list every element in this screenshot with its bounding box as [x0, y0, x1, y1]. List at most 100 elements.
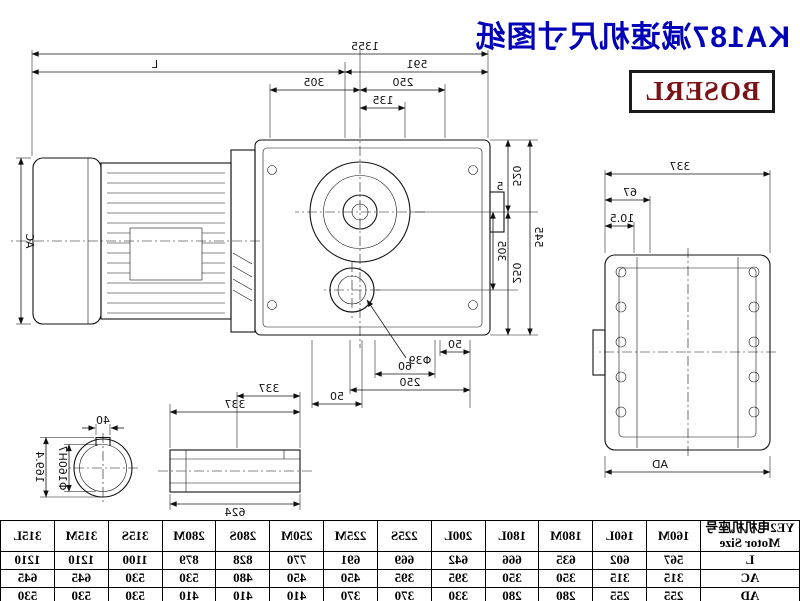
- value-cell-L: 691: [323, 551, 378, 570]
- value-cell-AC: 530: [108, 569, 163, 588]
- dimensions-rear: 337 67 10.5 AD: [604, 160, 771, 478]
- dim-50-a: 50: [448, 338, 462, 351]
- value-cell-AD: 330: [431, 587, 486, 601]
- value-cell-L: 879: [162, 551, 216, 570]
- value-cell-L: 602: [592, 551, 647, 570]
- motor-size-cell: 180L: [485, 520, 539, 552]
- dim-60: 60: [398, 360, 412, 373]
- corner-label-en: Motor Size: [719, 534, 781, 550]
- value-cell-L: 770: [269, 551, 324, 570]
- table-corner-cell: YE2电机机座号 Motor Size: [700, 520, 800, 552]
- value-cell-L: 828: [215, 551, 270, 570]
- motor-size-cell: 250M: [269, 520, 324, 552]
- dim-337-shaft-a: 337: [259, 382, 280, 395]
- dim-10-5: 10.5: [610, 212, 635, 225]
- value-cell-AC: 315: [646, 569, 701, 588]
- gearbox-side-view: [232, 50, 505, 348]
- value-cell-AD: 530: [0, 587, 55, 601]
- dim-305-top: 305: [304, 76, 325, 89]
- motor-size-cell: 280M: [162, 520, 216, 552]
- row-label-L: L: [700, 551, 800, 570]
- section-hatch: [232, 252, 253, 302]
- dim-L: L: [151, 58, 158, 71]
- motor-nameplate: [129, 227, 203, 281]
- dim-624: 624: [225, 506, 246, 519]
- motor-size-cell: 315S: [108, 520, 163, 552]
- shaft-end-view: [68, 433, 138, 503]
- value-cell-AD: 370: [377, 587, 432, 601]
- value-cell-AD: 280: [485, 587, 539, 601]
- dim-545: 545: [532, 227, 545, 248]
- motor-size-cell: 160M: [646, 520, 701, 552]
- motor-size-cell: 280S: [215, 520, 270, 552]
- dim-250-top: 250: [393, 76, 414, 89]
- dim-135: 135: [373, 94, 394, 107]
- dim-250-bottom: 250: [400, 376, 421, 389]
- motor-size-cell: 180M: [538, 520, 593, 552]
- dim-1355: 1355: [351, 40, 379, 53]
- rear-tab: [592, 329, 606, 376]
- dim-520: 520: [510, 166, 523, 187]
- motor-size-cell: 225S: [377, 520, 432, 552]
- value-cell-L: 1100: [108, 551, 163, 570]
- dim-AD: AD: [652, 458, 668, 471]
- value-cell-AC: 395: [431, 569, 486, 588]
- motor-size-cell: 315M: [54, 520, 109, 552]
- value-cell-AC: 450: [323, 569, 378, 588]
- value-cell-L: 1210: [0, 551, 55, 570]
- value-cell-AD: 255: [592, 587, 647, 601]
- value-cell-L: 669: [377, 551, 432, 570]
- value-cell-AC: 530: [162, 569, 216, 588]
- value-cell-AD: 255: [646, 587, 701, 601]
- value-cell-L: 567: [646, 551, 701, 570]
- dim-AC: AC: [23, 233, 36, 248]
- dimensions-left: 545 520 250 305 5: [376, 139, 545, 336]
- value-cell-L: 635: [538, 551, 593, 570]
- value-cell-L: 666: [485, 551, 539, 570]
- motor-size-cell: 200L: [431, 520, 486, 552]
- value-cell-AD: 410: [269, 587, 324, 601]
- dim-phi39: Φ39: [409, 354, 432, 367]
- dim-337-shaft-b: 337: [225, 398, 246, 411]
- dim-40: 40: [96, 414, 110, 427]
- value-cell-AD: 410: [215, 587, 270, 601]
- dim-591: 591: [407, 58, 428, 71]
- dim-337-rear: 337: [670, 160, 691, 173]
- dimensions-bottom: 50 Φ39 60 250 50: [311, 299, 471, 408]
- value-cell-AC: 450: [269, 569, 324, 588]
- dimensions-shaft: 337 337 624: [169, 382, 301, 519]
- value-cell-AC: 480: [215, 569, 270, 588]
- dimensions-motor: AC: [16, 157, 36, 325]
- value-cell-AC: 350: [538, 569, 593, 588]
- gearbox-rear-view: [592, 248, 776, 456]
- value-cell-L: 642: [431, 551, 486, 570]
- value-cell-AD: 370: [323, 587, 378, 601]
- value-cell-AD: 410: [162, 587, 216, 601]
- dim-169-4: 169.4: [33, 451, 46, 483]
- value-cell-L: 1210: [54, 551, 109, 570]
- value-cell-AC: 645: [54, 569, 109, 588]
- dim-50-b: 50: [330, 390, 344, 403]
- value-cell-AC: 645: [0, 569, 55, 588]
- value-cell-AC: 315: [592, 569, 647, 588]
- row-label-AD: AD: [700, 587, 800, 601]
- value-cell-AC: 395: [377, 569, 432, 588]
- dim-305-left: 305: [495, 241, 508, 262]
- value-cell-AD: 530: [108, 587, 163, 601]
- row-label-AC: AC: [700, 569, 800, 588]
- dimensions-bore: 40 Φ160H7 169.4: [33, 414, 124, 498]
- hollow-shaft-view: [158, 449, 312, 493]
- value-cell-AD: 530: [54, 587, 109, 601]
- motor-size-cell: 160L: [592, 520, 647, 552]
- value-cell-AC: 350: [485, 569, 539, 588]
- dim-phi160h7: Φ160H7: [56, 446, 69, 491]
- dim-250-left: 250: [510, 263, 523, 284]
- technical-drawing: 1355 591 L 250 305 135 545 520 250 305: [10, 40, 776, 519]
- dim-67: 67: [623, 186, 637, 199]
